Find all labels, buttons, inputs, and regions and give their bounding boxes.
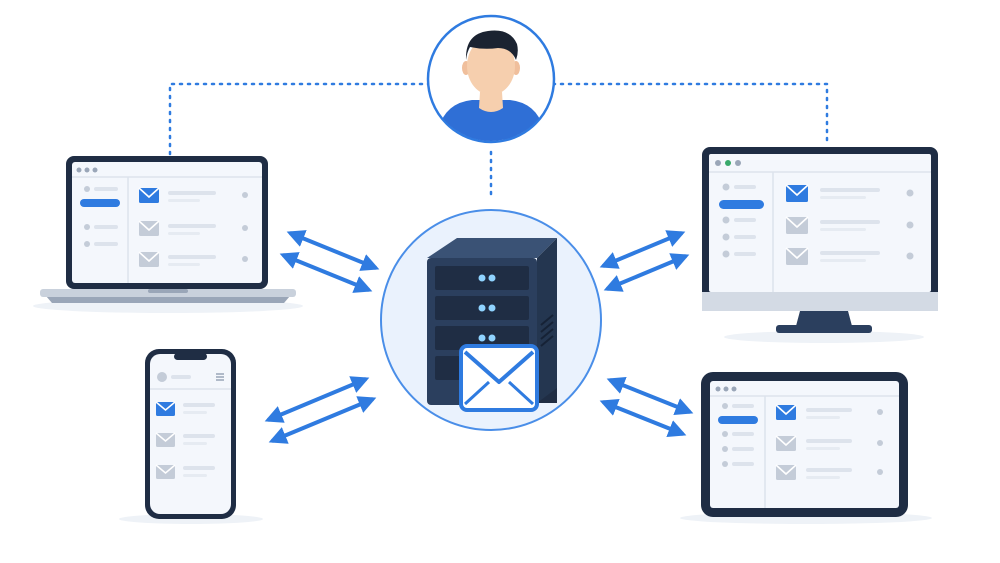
user-links xyxy=(168,82,829,198)
dotted-link-user-desktop xyxy=(551,82,829,148)
sync-arrows-desktop xyxy=(599,230,690,292)
tablet-icon xyxy=(680,372,932,524)
smartphone-icon xyxy=(119,349,263,524)
sync-arrows-phone xyxy=(264,376,377,444)
envelope-icon xyxy=(459,344,539,412)
sync-arrows-tablet xyxy=(599,376,694,438)
sync-arrows xyxy=(264,230,694,444)
dotted-link-user-laptop xyxy=(168,82,432,160)
laptop-icon xyxy=(33,156,303,313)
mail-server-icon xyxy=(380,209,602,431)
sync-arrows-laptop xyxy=(279,230,380,293)
desktop-monitor-icon xyxy=(702,147,938,343)
person-avatar-icon xyxy=(426,14,556,144)
